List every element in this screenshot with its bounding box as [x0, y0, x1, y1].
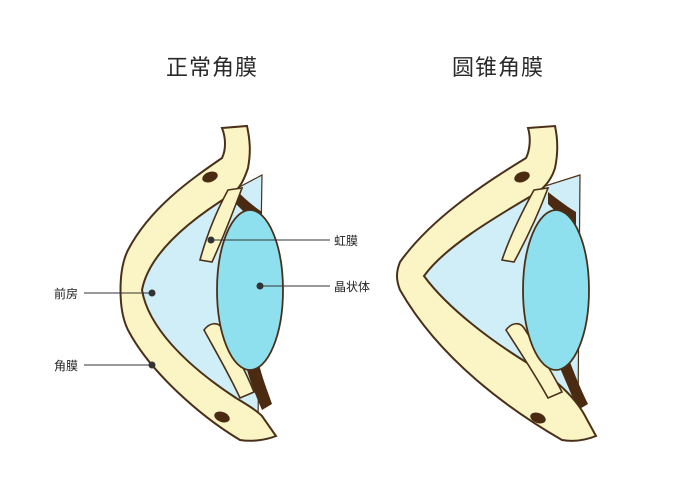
label-lens: 晶状体: [334, 280, 371, 294]
normal-spot-bottom: [214, 411, 230, 423]
keratoconus-lens: [522, 209, 590, 371]
title-normal-cornea: 正常角膜: [166, 56, 259, 81]
normal-eye: [84, 124, 330, 442]
label-anterior-chamber: 前房: [54, 287, 79, 301]
leader-cornea-dot: [148, 361, 156, 369]
leader-iris-dot: [207, 236, 215, 244]
normal-ciliary-bottom: [246, 360, 272, 410]
normal-iris-upper: [198, 187, 244, 263]
keratoconus-spot-bottom: [530, 412, 546, 424]
leader-lens-dot: [256, 282, 264, 290]
keratoconus-spot-top: [514, 171, 530, 183]
normal-lens: [216, 209, 284, 371]
title-keratoconus: 圆锥角膜: [452, 56, 545, 81]
normal-spot-top: [202, 171, 218, 183]
label-cornea: 角膜: [54, 359, 79, 373]
label-iris: 虹膜: [334, 234, 359, 248]
keratoconus-eye: [396, 124, 598, 442]
keratoconus-ciliary-bottom: [560, 362, 588, 410]
normal-leaders: [84, 236, 330, 369]
keratoconus-iris-upper: [500, 187, 550, 263]
leader-anterior-chamber-dot: [148, 289, 156, 297]
